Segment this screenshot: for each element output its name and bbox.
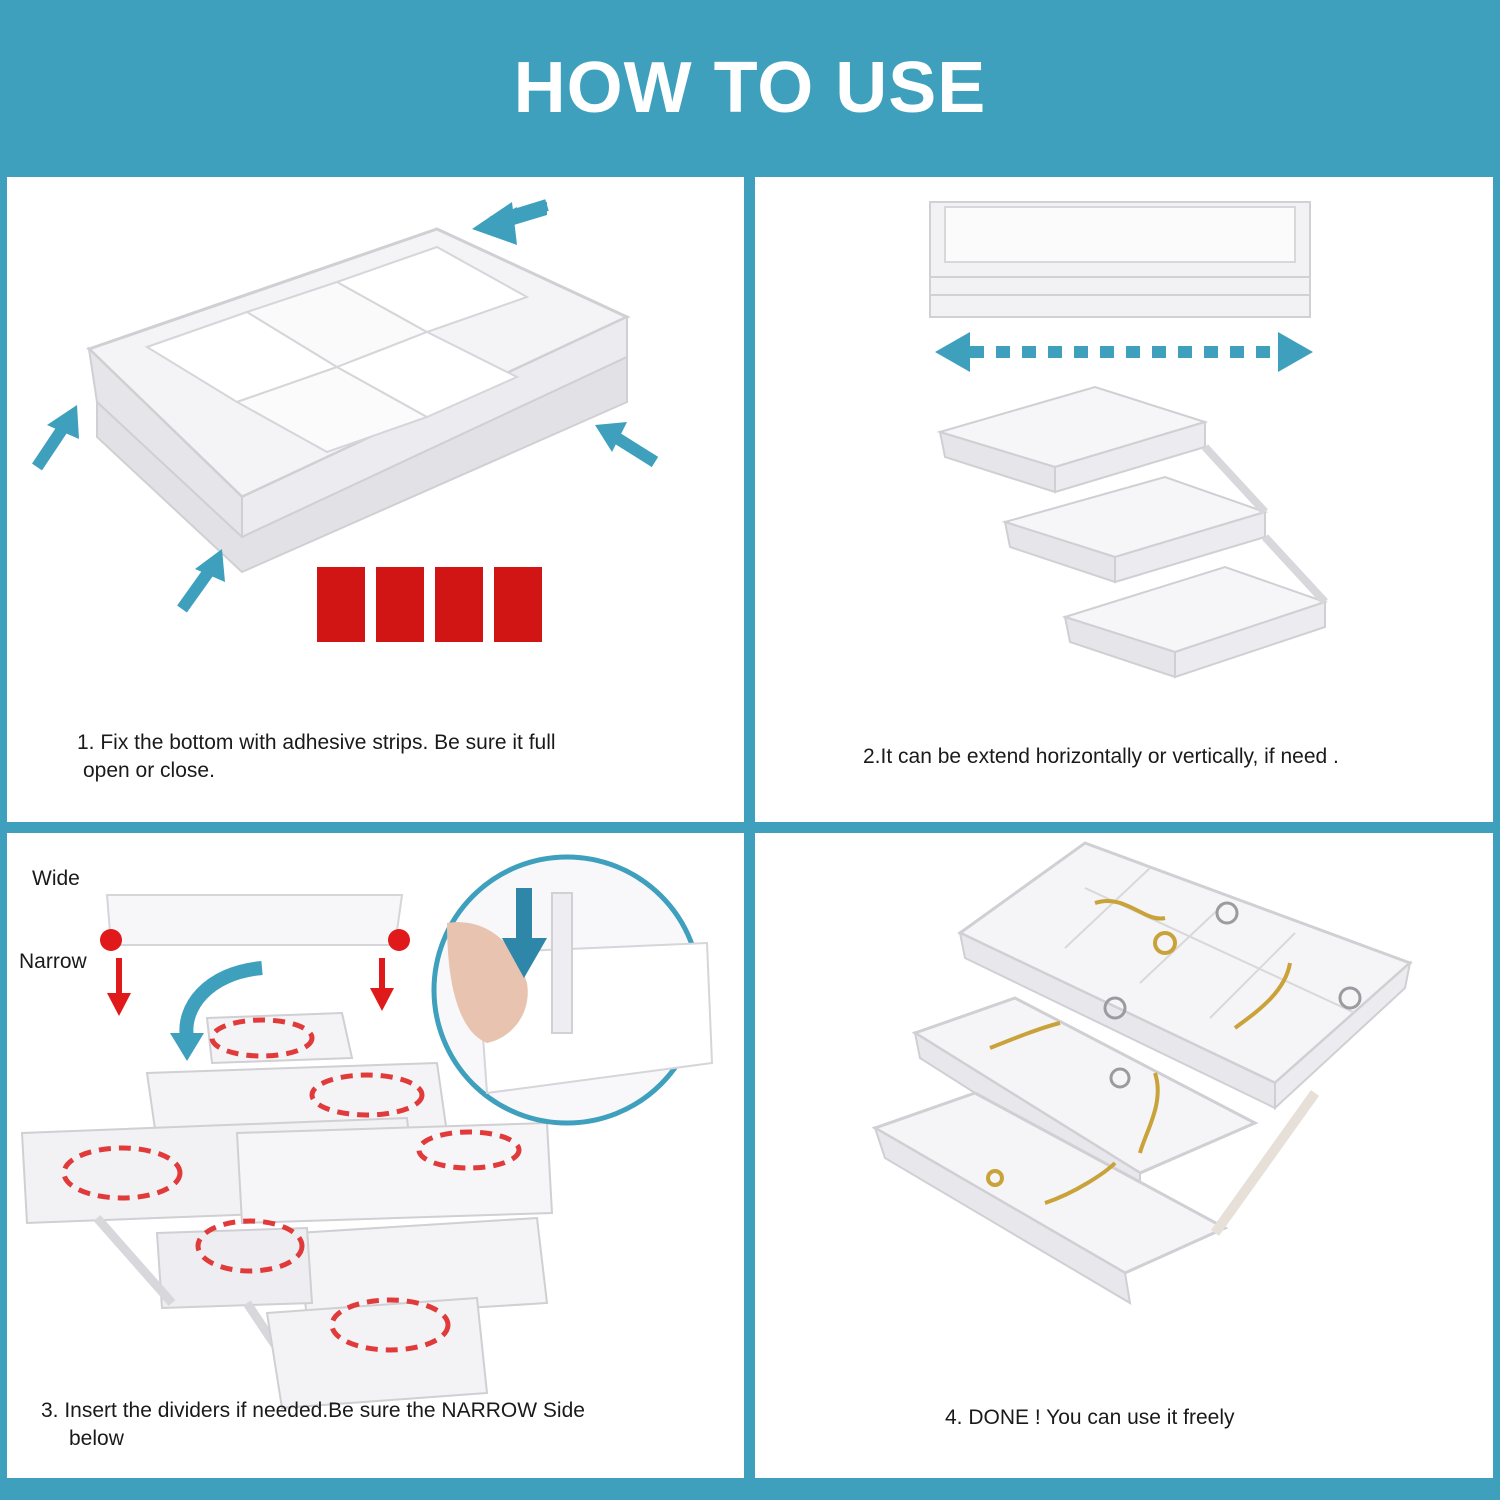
divider-insertion-illustration	[20, 854, 714, 1410]
adhesive-strips	[317, 567, 542, 642]
narrow-label: Narrow	[19, 950, 87, 973]
double-arrow-icon	[935, 332, 1313, 372]
step-4-panel: 4. DONE ! You can use it freely	[755, 833, 1493, 1478]
wide-label: Wide	[32, 867, 80, 890]
step-4-caption: 4. DONE ! You can use it freely	[945, 1404, 1235, 1432]
step-2-panel: 2.It can be extend horizontally or verti…	[755, 177, 1493, 822]
step-3-caption: 3. Insert the dividers if needed.Be sure…	[41, 1397, 585, 1453]
step-3-panel: Wide Narrow	[7, 833, 744, 1478]
page-title: HOW TO USE	[513, 48, 987, 128]
step-1-line-1: 1. Fix the bottom with adhesive strips. …	[77, 731, 556, 754]
divider-strip	[105, 894, 404, 946]
step-3-line-2: below	[69, 1427, 124, 1450]
step-3-line-1: 3. Insert the dividers if needed.Be sure…	[41, 1399, 585, 1422]
step-4-line-1: 4. DONE ! You can use it freely	[945, 1406, 1235, 1429]
step-1-panel: 1. Fix the bottom with adhesive strips. …	[7, 177, 744, 822]
jewelry-items	[986, 899, 1292, 1205]
step-1-caption: 1. Fix the bottom with adhesive strips. …	[77, 729, 556, 785]
page-header: HOW TO USE	[0, 0, 1500, 176]
step-2-line-1: 2.It can be extend horizontally or verti…	[863, 745, 1339, 768]
folded-organizer-illustration	[32, 199, 659, 642]
filled-organizer-illustration	[871, 841, 1413, 1305]
extended-organizer-illustration	[929, 201, 1329, 679]
step-1-line-2: open or close.	[83, 759, 215, 782]
step-2-caption: 2.It can be extend horizontally or verti…	[863, 743, 1339, 771]
divider-slot-markers	[61, 1017, 522, 1353]
